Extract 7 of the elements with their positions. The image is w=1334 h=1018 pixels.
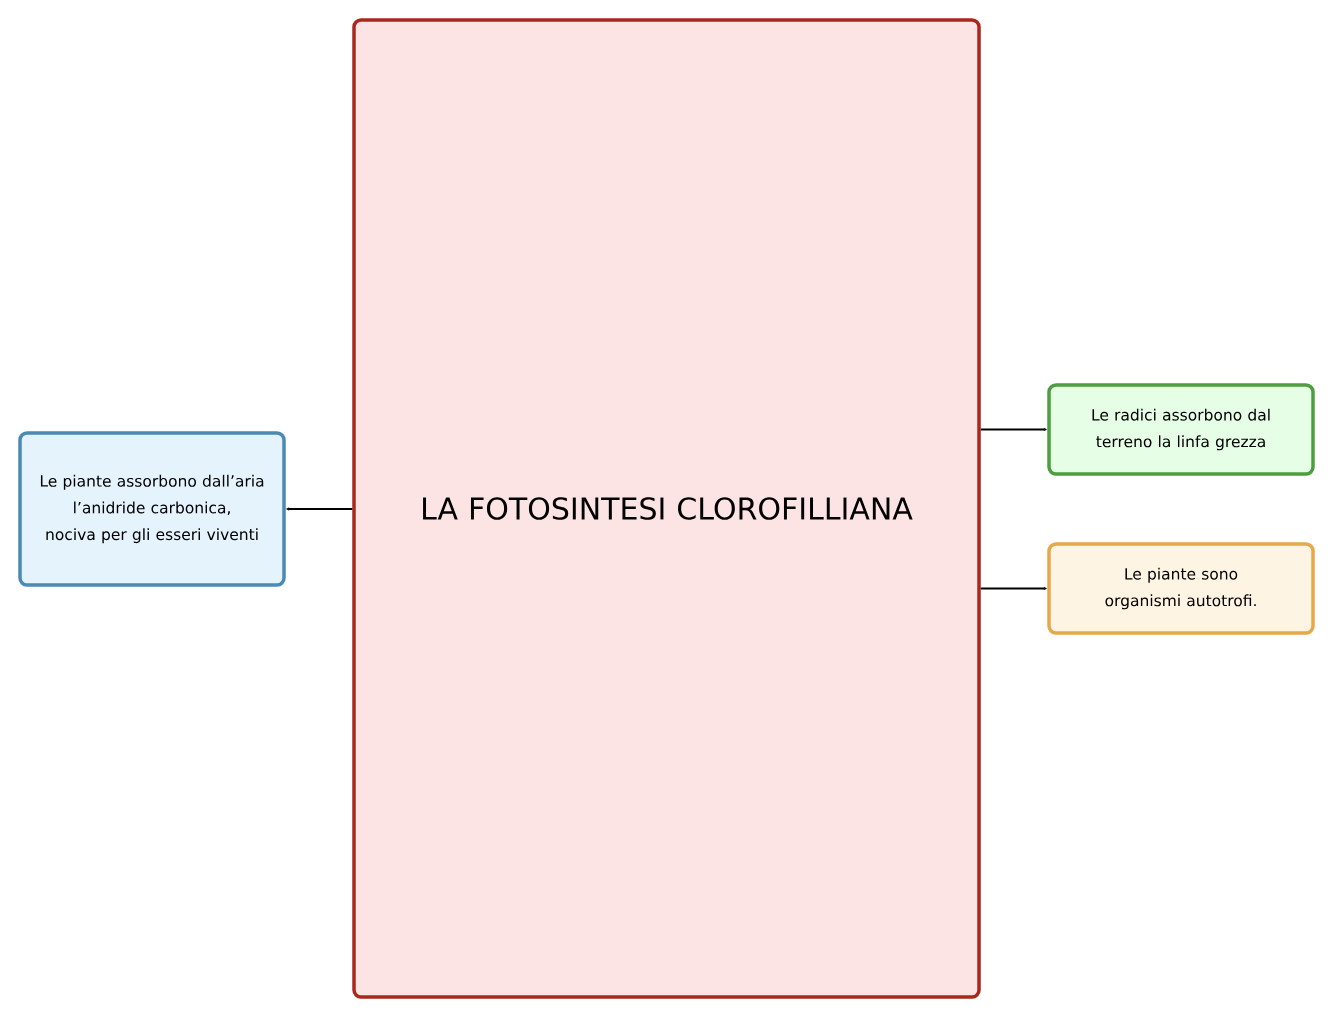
note-box: Le piante sono organismi autotrofi. [1047, 542, 1315, 635]
arrow [286, 507, 354, 511]
topic-box: LA FOTOSINTESI CLOROFILLIANA [352, 18, 981, 999]
arrow [979, 587, 1047, 590]
note-box: Le piante assorbono dall’aria l’anidride carbonica, nociva per gli esseri viventi [18, 431, 286, 587]
note-box: Le radici assorbono dal terreno la linfa grezza [1047, 383, 1315, 476]
arrow [979, 428, 1047, 431]
